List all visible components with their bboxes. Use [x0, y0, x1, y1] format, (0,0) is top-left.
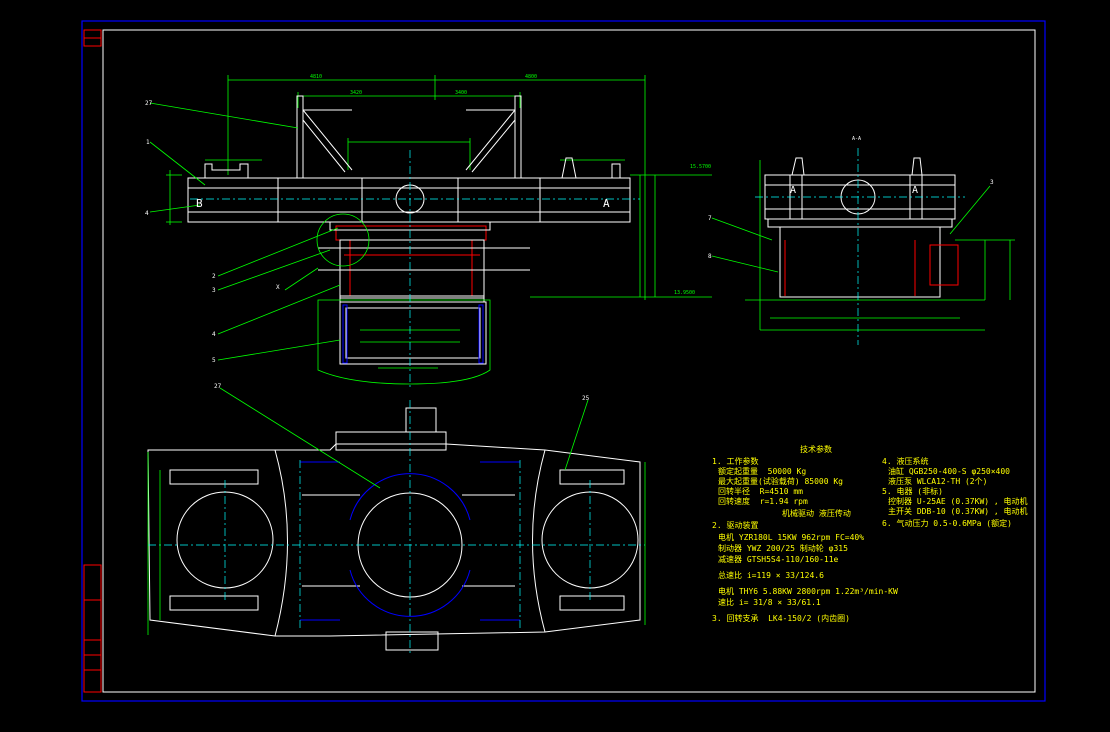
- dim-top-4: 3400: [455, 90, 467, 96]
- technical-notes: 技术参数 1. 工作参数 额定起重量 50000 Kg 最大起重量(试验载荷) …: [712, 444, 1042, 634]
- note-right-0: 4. 液压系统: [882, 457, 929, 466]
- note-right-5: 主开关 DDB-10 (0.37KW) , 电动机: [888, 507, 1028, 516]
- note-line-3: 回转半径 R=4510 mm: [718, 487, 803, 496]
- lifting-lugs: [204, 157, 621, 179]
- note-line-0: 1. 工作参数: [712, 457, 759, 466]
- part-25: 25: [582, 395, 590, 402]
- bucket-outline: [317, 299, 491, 385]
- part-27: 27: [145, 100, 153, 107]
- notes-title: 技术参数: [800, 445, 832, 454]
- elevation-bottom: 13.9500: [674, 290, 695, 296]
- part-7: 7: [708, 215, 712, 222]
- part-5: 5: [212, 357, 216, 364]
- front-center-lines: [190, 150, 640, 390]
- plan-dims: [147, 387, 646, 635]
- note-right-2: 液压泵 WLCA12-TH (2个): [888, 477, 988, 486]
- side-beam: [764, 157, 956, 298]
- note-line-6: 2. 驱动装置: [712, 521, 759, 530]
- dim-top-3: 3420: [350, 90, 362, 96]
- note-line-5: 机械驱动 液压传动: [782, 509, 851, 518]
- side-center-lines: [755, 148, 965, 345]
- part-2: 2: [212, 273, 216, 280]
- plan-view: 27 25: [147, 383, 646, 655]
- note-line-9: 减速器 GTSH5S4-110/160-11e: [718, 555, 839, 564]
- front-leaders: [149, 102, 341, 361]
- detail-label-x: X: [276, 284, 280, 291]
- title-block-strip: [83, 29, 102, 693]
- note-line-1: 额定起重量 50000 Kg: [718, 467, 807, 476]
- part-4a: 4: [145, 210, 149, 217]
- outer-frame: [81, 20, 1046, 702]
- note-line-8: 制动器 YWZ 200/25 制动轮 φ315: [718, 544, 848, 553]
- elevation-top: 15.5700: [690, 164, 711, 170]
- side-dims: [745, 160, 1015, 331]
- side-label-a1: A: [790, 185, 796, 196]
- side-view: A A A-A 7 8 3: [708, 136, 1015, 345]
- dim-top-2: 4800: [525, 74, 537, 80]
- section-label-a: A: [603, 197, 610, 210]
- plan-outline: [147, 407, 641, 651]
- note-line-12: 速比 i= 31/8 × 33/61.1: [718, 598, 821, 607]
- lower-bucket: [339, 301, 487, 365]
- plan-center-lines: [148, 400, 645, 655]
- detail-circle-x: [316, 213, 370, 267]
- front-top-dimensions: [166, 75, 712, 300]
- side-view-title: A-A: [852, 136, 861, 142]
- note-right-3: 5. 电器 (非标): [882, 487, 943, 496]
- note-right-6: 6. 气动压力 0.5-0.6MPa (额定): [882, 519, 1012, 528]
- note-line-4: 回转速度 r=1.94 rpm: [718, 497, 808, 506]
- part-3b: 3: [990, 179, 994, 186]
- side-label-a2: A: [912, 185, 918, 196]
- note-line-2: 最大起重量(试验载荷) 85000 Kg: [718, 477, 843, 486]
- side-leaders: [711, 185, 991, 273]
- part-26: 27: [214, 383, 222, 390]
- front-view: B A X 27 1 4 2 3 4 5 15.5700 13.9500 481…: [145, 74, 712, 390]
- part-1: 1: [146, 139, 150, 146]
- note-right-4: 控制器 U-25AE (0.37KW) , 电动机: [888, 497, 1028, 506]
- a-frame-supports: [296, 95, 522, 179]
- note-line-13: 3. 回转支承 LK4-150/2 (内齿圈): [712, 614, 850, 623]
- note-right-1: 油缸 QGB250-400-S φ250×400: [888, 467, 1010, 476]
- section-label-b: B: [196, 197, 203, 210]
- note-line-11: 电机 THY6 5.88KW 2800rpm 1.22m³/min-KW: [718, 587, 898, 596]
- part-3: 3: [212, 287, 216, 294]
- part-4: 4: [212, 331, 216, 338]
- side-hidden: [784, 240, 959, 296]
- plan-blue-ring: [300, 461, 520, 621]
- note-line-7: 电机 YZR180L 15KW 962rpm FC=40%: [718, 533, 865, 542]
- note-line-10: 总速比 i=119 × 33/124.6: [718, 571, 824, 580]
- dim-top-1: 4810: [310, 74, 322, 80]
- inner-frame: [102, 29, 1036, 693]
- main-beam: [187, 177, 631, 223]
- part-8: 8: [708, 253, 712, 260]
